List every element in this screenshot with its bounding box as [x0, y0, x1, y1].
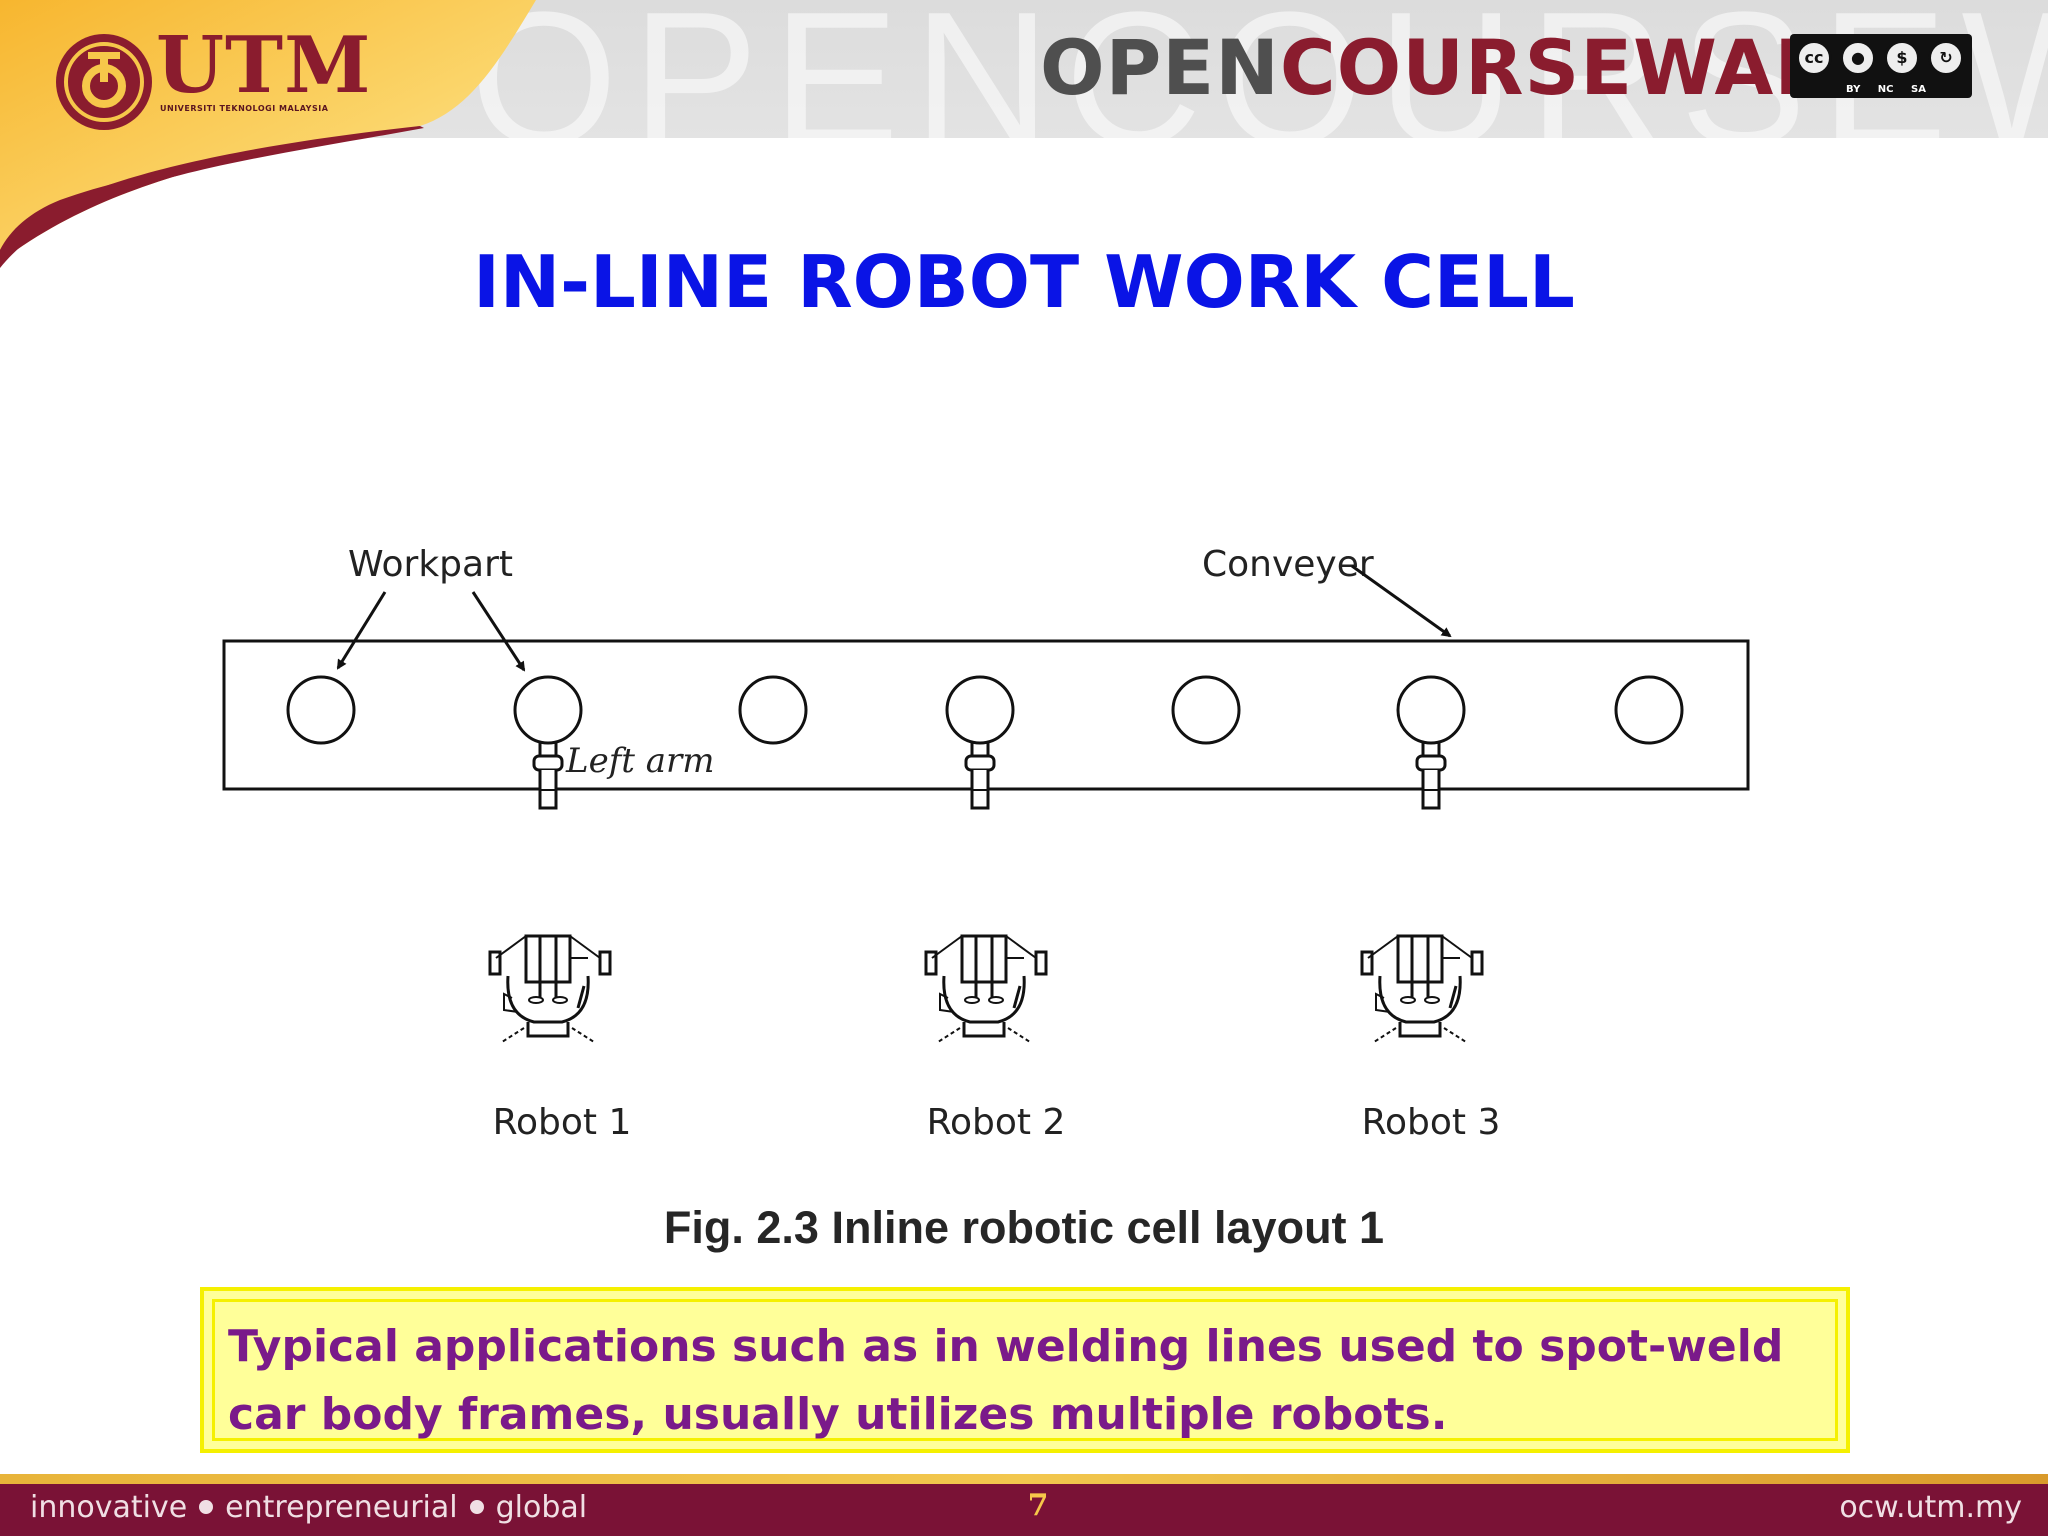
- cc-icon: cc: [1796, 40, 1832, 76]
- workpart-arrow-1: [336, 591, 387, 670]
- conveyer-label: Conveyer: [1202, 544, 1374, 585]
- sharealike-icon: ↻: [1928, 40, 1964, 76]
- robot-1-icon: [488, 934, 612, 1044]
- robot-2-icon: [924, 934, 1048, 1044]
- utm-logo-text: UTM: [156, 20, 372, 111]
- robot-1-label: Robot 1: [493, 1102, 632, 1143]
- workparts: [286, 675, 1684, 745]
- tagline-global: global: [495, 1490, 588, 1525]
- tagline-entrepreneurial: entrepreneurial: [225, 1490, 458, 1525]
- utm-logo-subtitle: UNIVERSITI TEKNOLOGI MALAYSIA: [160, 104, 329, 113]
- page-number: 7: [1027, 1488, 1049, 1523]
- attribution-icon: ●: [1840, 40, 1876, 76]
- bullet-icon: [199, 1500, 214, 1514]
- conveyer-arrow: [1351, 564, 1452, 638]
- bullet-icon: [469, 1500, 484, 1514]
- opencourseware-wordmark: OPENCOURSEWARE: [1040, 24, 1887, 112]
- highlight-note-box: Typical applications such as in welding …: [200, 1287, 1850, 1453]
- workpart-arrow-2: [471, 591, 526, 672]
- footer-gold-stripe: [0, 1474, 2048, 1484]
- inline-robot-cell-diagram: Workpart Conveyer Left arm Robot 1 Robot…: [222, 544, 1750, 1143]
- robot-3-label: Robot 3: [1362, 1102, 1501, 1143]
- robot-2-label: Robot 2: [927, 1102, 1066, 1143]
- wordmark-open: OPEN: [1040, 23, 1280, 112]
- note-text: Typical applications such as in welding …: [228, 1321, 1784, 1440]
- workpart-3: [738, 675, 808, 745]
- utm-crest-icon: [56, 34, 152, 130]
- figure-caption: Fig. 2.3 Inline robotic cell layout 1: [663, 1202, 1385, 1253]
- slide-title: IN-LINE ROBOT WORK CELL: [473, 240, 1575, 324]
- license-labels: BY NC SA: [1846, 84, 1926, 95]
- noncommercial-icon: $: [1884, 40, 1920, 76]
- workpart-1: [286, 675, 356, 745]
- slide-footer: innovative entrepreneurial global 7 ocw.ut…: [0, 1484, 2048, 1536]
- workpart-4: [945, 675, 1015, 745]
- tagline-innovative: innovative: [30, 1490, 188, 1525]
- wordmark-courseware: COURSEWARE: [1279, 23, 1887, 112]
- robot-3-icon: [1360, 934, 1484, 1044]
- left-arm-label: Left arm: [565, 741, 715, 781]
- workpart-5: [1171, 675, 1241, 745]
- workpart-2: [513, 675, 583, 745]
- note-box-inner-border: [212, 1299, 1838, 1441]
- creative-commons-license-icon: cc ● $ ↻ BY NC SA: [1790, 34, 1972, 98]
- footer-tagline: innovative entrepreneurial global: [30, 1490, 587, 1525]
- workpart-label: Workpart: [348, 544, 513, 585]
- header-watermark: OPENCOURSEWARE: [470, 0, 2048, 138]
- slide-header: OPENCOURSEWARE OPENCOURSEWARE cc ● $ ↻ B…: [0, 0, 2048, 138]
- workpart-6: [1396, 675, 1466, 745]
- footer-url[interactable]: ocw.utm.my: [1839, 1490, 2022, 1525]
- workpart-7: [1614, 675, 1684, 745]
